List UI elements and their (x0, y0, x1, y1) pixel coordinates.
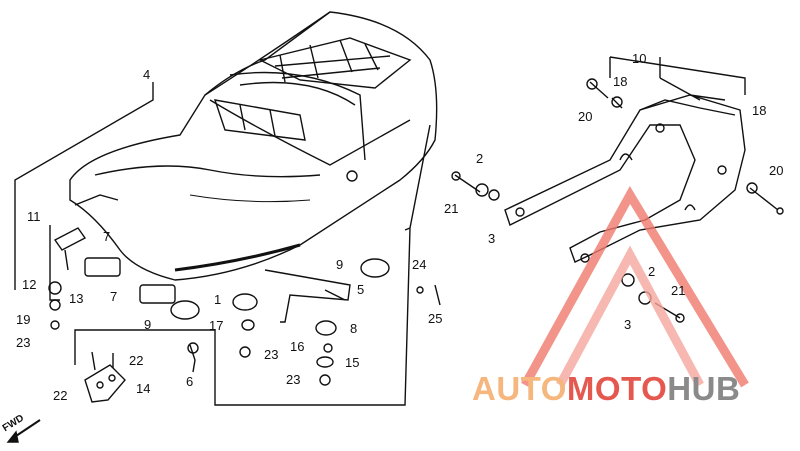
watermark-auto: AUTO (472, 370, 567, 407)
callout-leader-4 (14, 82, 154, 290)
callout-2: 2 (476, 151, 484, 166)
callout-25: 25 (428, 311, 443, 326)
watermark-hub: HUB (667, 370, 741, 407)
callout-7: 7 (103, 229, 111, 244)
callout-13: 13 (69, 291, 84, 306)
callout-18: 18 (613, 74, 628, 89)
callout-14: 14 (136, 381, 151, 396)
callout-9: 9 (144, 317, 152, 332)
callout-22: 22 (129, 353, 144, 368)
callout-23: 23 (286, 372, 301, 387)
seat-outline (69, 11, 438, 281)
callout-20: 20 (578, 109, 593, 124)
watermark-triangle (521, 186, 749, 388)
callout-3: 3 (488, 231, 496, 246)
seat-latch (84, 364, 126, 403)
callout-12: 12 (22, 277, 37, 292)
callout-7: 7 (110, 289, 118, 304)
callout-22: 22 (53, 388, 68, 403)
callout-3: 3 (624, 317, 632, 332)
callout-6: 6 (186, 374, 194, 389)
callout-1: 1 (214, 292, 222, 307)
callout-8: 8 (350, 321, 358, 336)
callout-4: 4 (143, 67, 151, 82)
callout-23: 23 (16, 335, 31, 350)
callout-19: 19 (16, 312, 31, 327)
callout-11: 11 (27, 209, 41, 224)
callout-24: 24 (412, 257, 427, 272)
watermark-logo: AUTOMOTOHUB (472, 372, 740, 405)
callout-20: 20 (769, 163, 784, 178)
callout-16: 16 (290, 339, 305, 354)
callout-5: 5 (357, 282, 365, 297)
callout-10: 10 (632, 51, 647, 66)
callout-23: 23 (264, 347, 279, 362)
callout-18: 18 (752, 103, 767, 118)
callout-15: 15 (345, 355, 360, 370)
callout-21: 21 (444, 201, 459, 216)
rear-bracket (504, 94, 746, 263)
callout-2: 2 (648, 264, 656, 279)
watermark-moto: MOTO (566, 370, 668, 407)
callout-17: 17 (209, 318, 224, 333)
callout-21: 21 (671, 283, 686, 298)
callout-9: 9 (336, 257, 344, 272)
